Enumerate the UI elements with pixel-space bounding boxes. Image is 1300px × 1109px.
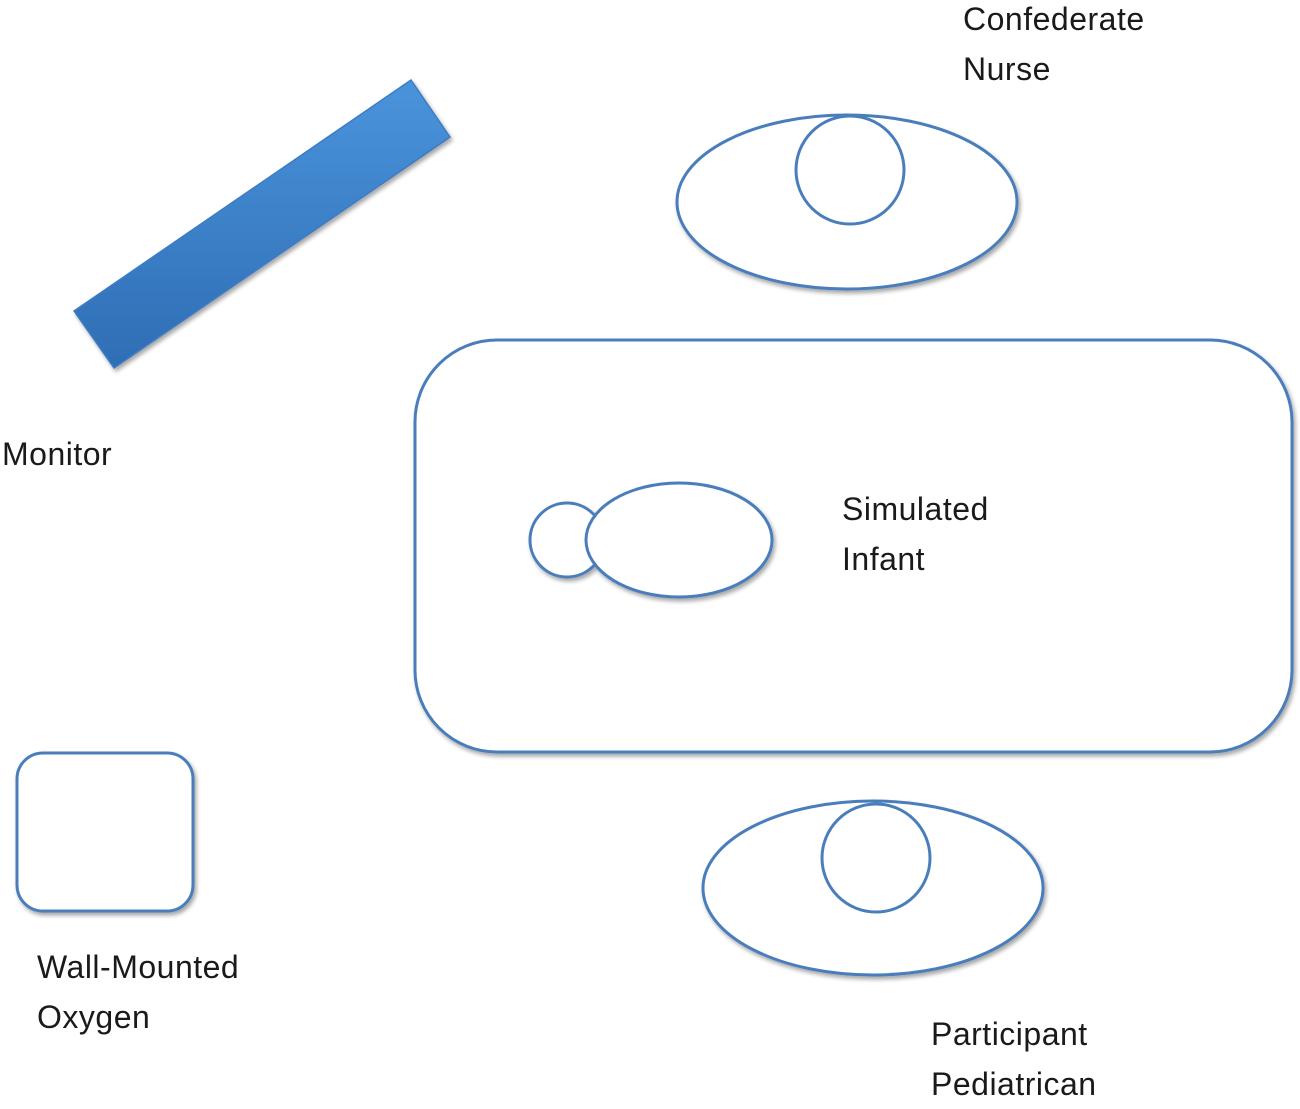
simulated-infant-label-line-1: Simulated	[842, 491, 989, 527]
monitor-label: Monitor	[2, 429, 112, 479]
infant-bed-icon	[413, 338, 1294, 754]
confederate-nurse-label-line-2: Nurse	[963, 51, 1051, 87]
participant-pediatrician-label-line-1: Participant	[931, 1016, 1088, 1052]
participant-pediatrician-label-line-2: Pediatrican	[931, 1066, 1097, 1102]
nurse-person-icon	[675, 113, 1019, 291]
simulated-infant-label: Simulated Infant	[842, 484, 989, 584]
confederate-nurse-label: Confederate Nurse	[963, 0, 1145, 94]
simulated-infant-label-line-2: Infant	[842, 541, 926, 577]
monitor-label-line-1: Monitor	[2, 436, 113, 472]
confederate-nurse-label-line-1: Confederate	[963, 1, 1145, 37]
wall-mounted-oxygen-label-line-1: Wall-Mounted	[37, 949, 240, 985]
wall-oxygen-box-icon	[15, 751, 195, 913]
pediatrician-person-icon	[701, 799, 1045, 977]
monitor-bar-icon	[72, 78, 452, 370]
infant-icon	[528, 481, 774, 599]
wall-mounted-oxygen-label: Wall-Mounted Oxygen	[37, 942, 239, 1042]
participant-pediatrician-label: Participant Pediatrican	[931, 1009, 1097, 1109]
wall-mounted-oxygen-label-line-2: Oxygen	[37, 999, 151, 1035]
